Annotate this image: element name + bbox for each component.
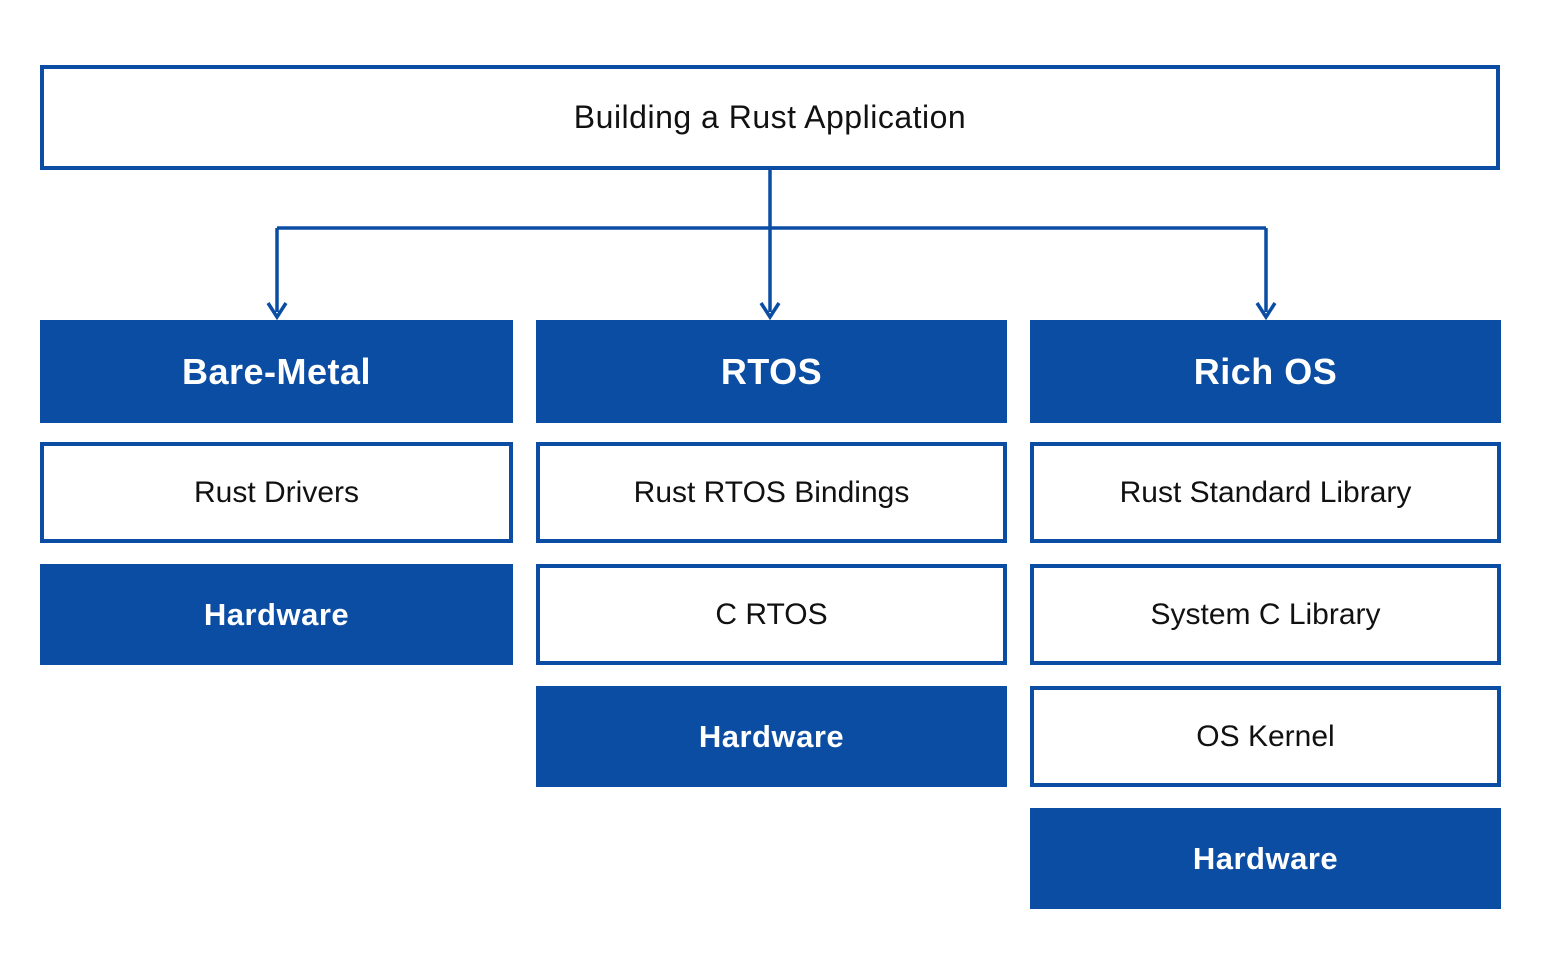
arrowhead-bare-metal-icon	[266, 302, 288, 321]
column-header-label: Bare-Metal	[181, 350, 372, 392]
title-box: Building a Rust Application	[40, 65, 1500, 170]
column-header-label: RTOS	[720, 350, 823, 392]
arrowhead-rtos-icon	[759, 302, 781, 321]
node-c-rtos: C RTOS	[536, 564, 1007, 665]
node-label: Hardware	[203, 596, 350, 632]
node-hardware-rtos: Hardware	[536, 686, 1007, 787]
column-header-rtos: RTOS	[536, 320, 1007, 423]
column-header-label: Rich OS	[1193, 350, 1338, 392]
node-rust-drivers: Rust Drivers	[40, 442, 513, 543]
node-system-c-library: System C Library	[1030, 564, 1501, 665]
arrowhead-rich-os-icon	[1255, 302, 1277, 321]
node-os-kernel: OS Kernel	[1030, 686, 1501, 787]
node-hardware-rich-os: Hardware	[1030, 808, 1501, 909]
column-header-rich-os: Rich OS	[1030, 320, 1501, 423]
node-hardware-bare-metal: Hardware	[40, 564, 513, 665]
node-label: C RTOS	[715, 597, 828, 631]
node-label: System C Library	[1150, 597, 1381, 631]
diagram-title: Building a Rust Application	[573, 99, 967, 135]
node-rust-standard-library: Rust Standard Library	[1030, 442, 1501, 543]
node-label: Rust Standard Library	[1119, 475, 1412, 509]
node-label: Hardware	[698, 718, 845, 754]
node-label: Rust Drivers	[193, 475, 359, 509]
node-rust-rtos-bindings: Rust RTOS Bindings	[536, 442, 1007, 543]
node-label: Hardware	[1192, 840, 1339, 876]
node-label: Rust RTOS Bindings	[633, 475, 910, 509]
node-label: OS Kernel	[1196, 719, 1335, 753]
column-header-bare-metal: Bare-Metal	[40, 320, 513, 423]
